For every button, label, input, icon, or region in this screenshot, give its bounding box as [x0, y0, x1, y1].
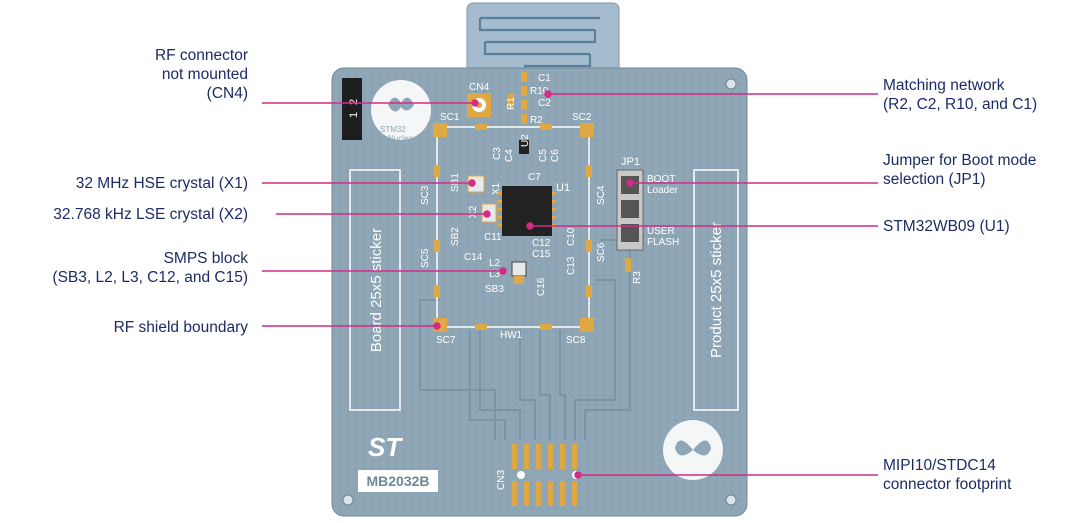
svg-text:C13: C13 — [566, 256, 577, 275]
svg-text:SC7: SC7 — [436, 335, 456, 346]
svg-text:Nucleo: Nucleo — [388, 134, 413, 143]
svg-text:C16: C16 — [536, 277, 547, 296]
svg-text:SC1: SC1 — [440, 112, 460, 123]
svg-text:X1: X1 — [491, 182, 502, 195]
svg-text:STM32: STM32 — [380, 125, 406, 134]
callout-smps-block: SMPS block (SB3, L2, L3, C12, and C15) — [52, 250, 248, 286]
callout-rf-shield: RF shield boundary — [113, 319, 248, 336]
callout-lse-crystal: 32.768 kHz LSE crystal (X2) — [53, 206, 248, 223]
svg-text:HW1: HW1 — [500, 330, 523, 341]
svg-text:R10: R10 — [530, 86, 549, 97]
svg-text:C2: C2 — [538, 98, 551, 109]
svg-text:SC5: SC5 — [420, 248, 431, 268]
pcb-traces — [419, 239, 631, 440]
smps-parts: L2 L3 SB3 — [485, 258, 527, 295]
svg-text:SC8: SC8 — [566, 335, 586, 346]
svg-text:C1: C1 — [538, 73, 551, 84]
svg-text:SC6: SC6 — [596, 242, 607, 262]
product-sticker-label: Product 25x5 sticker — [708, 222, 725, 358]
svg-text:C4: C4 — [504, 149, 515, 162]
svg-text:C5: C5 — [538, 149, 549, 162]
svg-text:2: 2 — [348, 99, 360, 105]
butterfly-logo — [663, 420, 723, 480]
rf-shield: SC1 SC2 SC7 SC8 HW1 SC3 SC5 SC4 SC6 — [420, 112, 607, 346]
svg-text:JP1: JP1 — [621, 156, 640, 168]
svg-text:C6: C6 — [550, 149, 561, 162]
matching-network-parts: C1 R10 C2 R2 R1 — [506, 72, 551, 126]
board-id: MB2032B — [366, 473, 429, 489]
cn4-footprint: CN4 — [467, 82, 491, 117]
svg-text:SC2: SC2 — [572, 112, 592, 123]
svg-text:SB3: SB3 — [485, 284, 504, 295]
antenna-trace — [478, 16, 600, 78]
svg-text:C3: C3 — [492, 147, 503, 160]
mount-hole — [725, 78, 737, 90]
svg-text:L2: L2 — [489, 258, 501, 269]
antenna-tab — [466, 2, 620, 79]
mount-hole — [725, 494, 737, 506]
svg-text:C10: C10 — [566, 227, 577, 246]
st-logo: ST MB2032B — [358, 432, 438, 492]
svg-text:L3: L3 — [489, 269, 501, 280]
svg-text:1: 1 — [348, 112, 360, 118]
svg-text:C15: C15 — [532, 249, 551, 260]
svg-text:SC4: SC4 — [596, 185, 607, 205]
mount-hole — [342, 494, 354, 506]
callout-matching-network: Matching network (R2, C2, R10, and C1) — [883, 77, 1038, 113]
callout-debug-connector: MIPI10/STDC14 connector footprint — [883, 457, 1012, 493]
mcu-caps: C11 C14 C10 C13 C12 C15 C16 — [464, 227, 577, 296]
svg-text:C11: C11 — [484, 232, 502, 243]
shield-pads — [433, 123, 594, 332]
svg-text:CN4: CN4 — [469, 82, 489, 93]
svg-text:C14: C14 — [464, 252, 483, 263]
svg-text:R3: R3 — [632, 271, 643, 284]
svg-text:R1: R1 — [506, 97, 517, 110]
product-sticker: Product 25x5 sticker — [693, 169, 739, 411]
svg-text:U1: U1 — [556, 182, 570, 194]
board-sticker: Board 25x5 sticker — [349, 169, 401, 411]
callout-mcu: STM32WB09 (U1) — [883, 218, 1010, 235]
nucleo-logo: STM32 Nucleo — [371, 80, 431, 143]
svg-text:SC3: SC3 — [420, 185, 431, 205]
svg-text:SB2: SB2 — [450, 227, 461, 246]
leader-lines — [262, 90, 878, 479]
svg-text:R2: R2 — [530, 115, 543, 126]
callout-rf-connector: RF connector not mounted (CN4) — [154, 47, 248, 102]
svg-text:C7: C7 — [528, 172, 541, 183]
pin-header: 1 2 — [342, 78, 362, 140]
callout-boot-jumper: Jumper for Boot mode selection (JP1) — [883, 152, 1037, 188]
svg-text:ST: ST — [368, 432, 403, 462]
svg-text:U2: U2 — [520, 134, 531, 147]
svg-text:X2: X2 — [468, 205, 479, 218]
board-sticker-label: Board 25x5 sticker — [368, 228, 385, 352]
callout-hse-crystal: 32 MHz HSE crystal (X1) — [75, 175, 248, 192]
svg-text:CN3: CN3 — [496, 470, 507, 490]
decoupling-caps-top: U2 C3 C4 C5 C6 C7 — [492, 134, 561, 183]
svg-text:C12: C12 — [532, 238, 551, 249]
